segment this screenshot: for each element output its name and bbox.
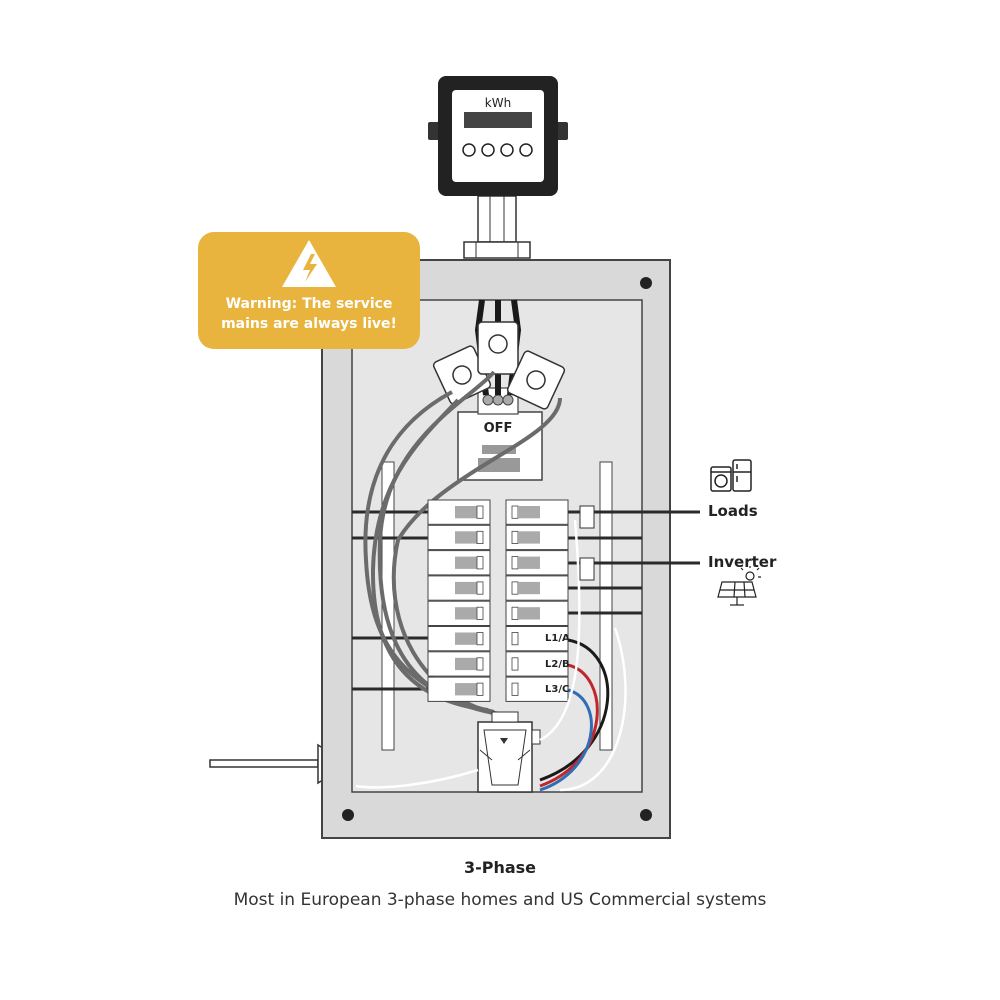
screw bbox=[640, 277, 652, 289]
meter-unit-label: kWh bbox=[485, 96, 511, 110]
caption-subtitle: Most in European 3-phase homes and US Co… bbox=[233, 890, 767, 910]
phase-label-l3: L3/C bbox=[545, 684, 569, 695]
caption-title: 3-Phase bbox=[463, 858, 537, 877]
meter-buttons bbox=[462, 143, 533, 157]
breaker-right bbox=[505, 499, 569, 525]
kwh-meter: kWh bbox=[428, 76, 568, 196]
warning-bubble bbox=[198, 232, 420, 349]
phase-labels: L1/A L2/B L3/C bbox=[545, 633, 570, 695]
breaker-right bbox=[505, 626, 569, 652]
breaker-left bbox=[427, 499, 491, 525]
energy-monitor bbox=[477, 711, 541, 793]
main-breaker: OFF bbox=[457, 387, 543, 481]
solar-panel-icon bbox=[717, 566, 761, 606]
breaker-column-left bbox=[427, 499, 491, 702]
screw bbox=[342, 809, 354, 821]
breaker-left bbox=[427, 600, 491, 627]
inverter-label: Inverter bbox=[708, 553, 777, 571]
breaker-left bbox=[427, 626, 491, 652]
phase-label-l1: L1/A bbox=[545, 633, 570, 644]
warning-line-1: Warning: The service bbox=[225, 296, 393, 312]
screw bbox=[640, 809, 652, 821]
breaker-right bbox=[505, 524, 569, 551]
breaker-right bbox=[505, 651, 569, 677]
wifi-icon bbox=[500, 738, 508, 744]
meter-display bbox=[464, 112, 532, 128]
warning-line-2: mains are always live! bbox=[221, 316, 397, 332]
main-breaker-label: OFF bbox=[484, 421, 513, 436]
breaker-right bbox=[505, 600, 569, 627]
breaker-right bbox=[505, 676, 569, 702]
breaker-left bbox=[427, 575, 491, 601]
meter-conduit bbox=[463, 195, 531, 259]
breaker-right bbox=[505, 550, 569, 576]
phase-label-l2: L2/B bbox=[545, 659, 570, 670]
phase-voltage-leads bbox=[355, 519, 627, 792]
breaker-left bbox=[427, 550, 491, 576]
bus-bars bbox=[381, 461, 613, 751]
breaker-left bbox=[427, 676, 491, 702]
washer-icon bbox=[710, 466, 732, 492]
breaker-right bbox=[505, 575, 569, 601]
ground-rod bbox=[209, 743, 327, 785]
branch-ct-sensors bbox=[579, 505, 595, 581]
breaker-left bbox=[427, 524, 491, 551]
warning-text: Warning: The service mains are always li… bbox=[200, 294, 418, 334]
loads-label: Loads bbox=[708, 502, 758, 520]
fridge-icon bbox=[732, 459, 752, 492]
breaker-left bbox=[427, 651, 491, 677]
breaker-column-right bbox=[505, 499, 569, 702]
